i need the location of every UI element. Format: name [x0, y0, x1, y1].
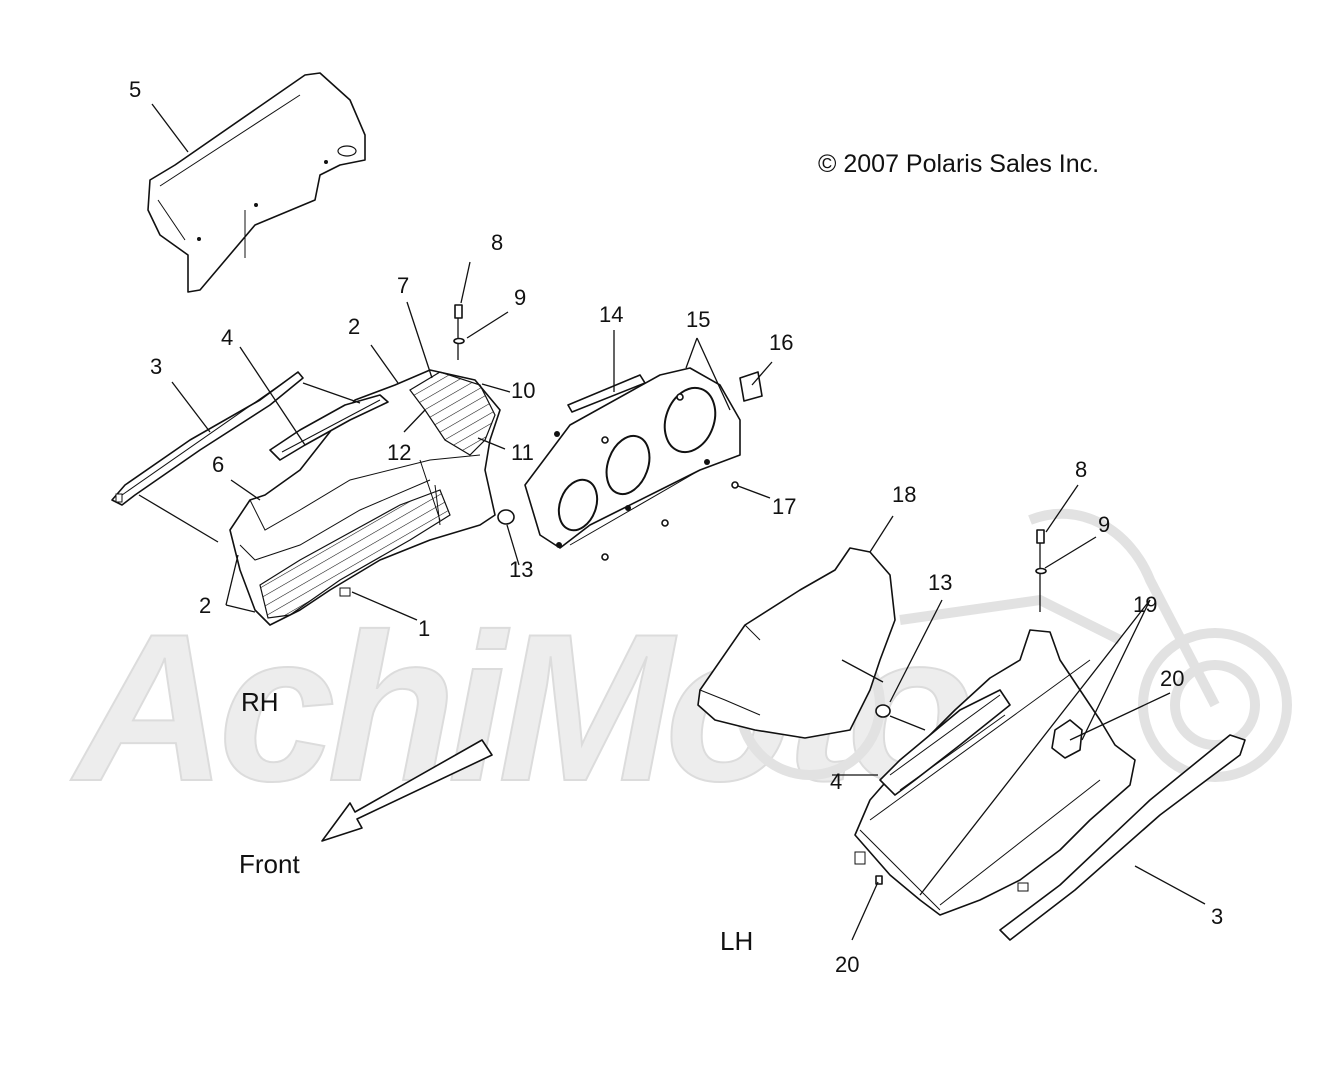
callout-16: 16: [769, 330, 793, 355]
callout-2-bottom: 2: [199, 593, 211, 618]
callout-2-top: 2: [348, 314, 360, 339]
part-19-lh-console: [854, 629, 1136, 916]
callout-20-top: 20: [1160, 666, 1184, 691]
callout-13-rh: 13: [509, 557, 533, 582]
part-1-rh-console: [229, 369, 501, 626]
callout-6: 6: [212, 452, 224, 477]
leader-lines: [138, 103, 1206, 941]
callout-8-rh: 8: [491, 230, 503, 255]
part-18-pad: [697, 547, 896, 739]
callout-7: 7: [397, 273, 409, 298]
callout-19: 19: [1133, 592, 1157, 617]
callout-4-rh: 4: [221, 325, 233, 350]
callout-15: 15: [686, 307, 710, 332]
lh-hardware: [875, 529, 1047, 885]
lh-side-label: LH: [720, 926, 753, 956]
callout-1: 1: [418, 616, 430, 641]
callout-20-bottom: 20: [835, 952, 859, 977]
part-5-cover-panel: [147, 72, 366, 293]
callout-5: 5: [129, 77, 141, 102]
part-17-screws: [601, 393, 771, 561]
callout-12: 12: [387, 440, 411, 465]
callout-3-rh: 3: [150, 354, 162, 379]
callout-8-lh: 8: [1075, 457, 1087, 482]
rh-side-label: RH: [241, 687, 279, 717]
part-3-rh-trim: [111, 371, 304, 506]
callout-9-lh: 9: [1098, 512, 1110, 537]
callout-9-rh: 9: [514, 285, 526, 310]
front-direction-arrow-icon: [321, 739, 493, 842]
callout-14: 14: [599, 302, 623, 327]
front-label: Front: [239, 849, 300, 879]
callout-18: 18: [892, 482, 916, 507]
callout-4-lh: 4: [830, 769, 842, 794]
callout-3-lh: 3: [1211, 904, 1223, 929]
part-14-decal-strip: [567, 374, 646, 413]
part-4-rh-trim: [269, 394, 389, 461]
copyright-text: © 2007 Polaris Sales Inc.: [818, 150, 1099, 178]
part-3-lh-trim: [999, 734, 1246, 941]
part-15-gauge-bezel: [524, 367, 741, 549]
callout-17: 17: [772, 494, 796, 519]
callout-labels: 5 8 9 7 2 3 4 10 12 11 6 13 2 1 14 15 16…: [129, 77, 1223, 977]
callout-13-lh: 13: [928, 570, 952, 595]
rh-hardware: [453, 304, 515, 525]
callout-10: 10: [511, 378, 535, 403]
callout-11: 11: [511, 440, 534, 465]
